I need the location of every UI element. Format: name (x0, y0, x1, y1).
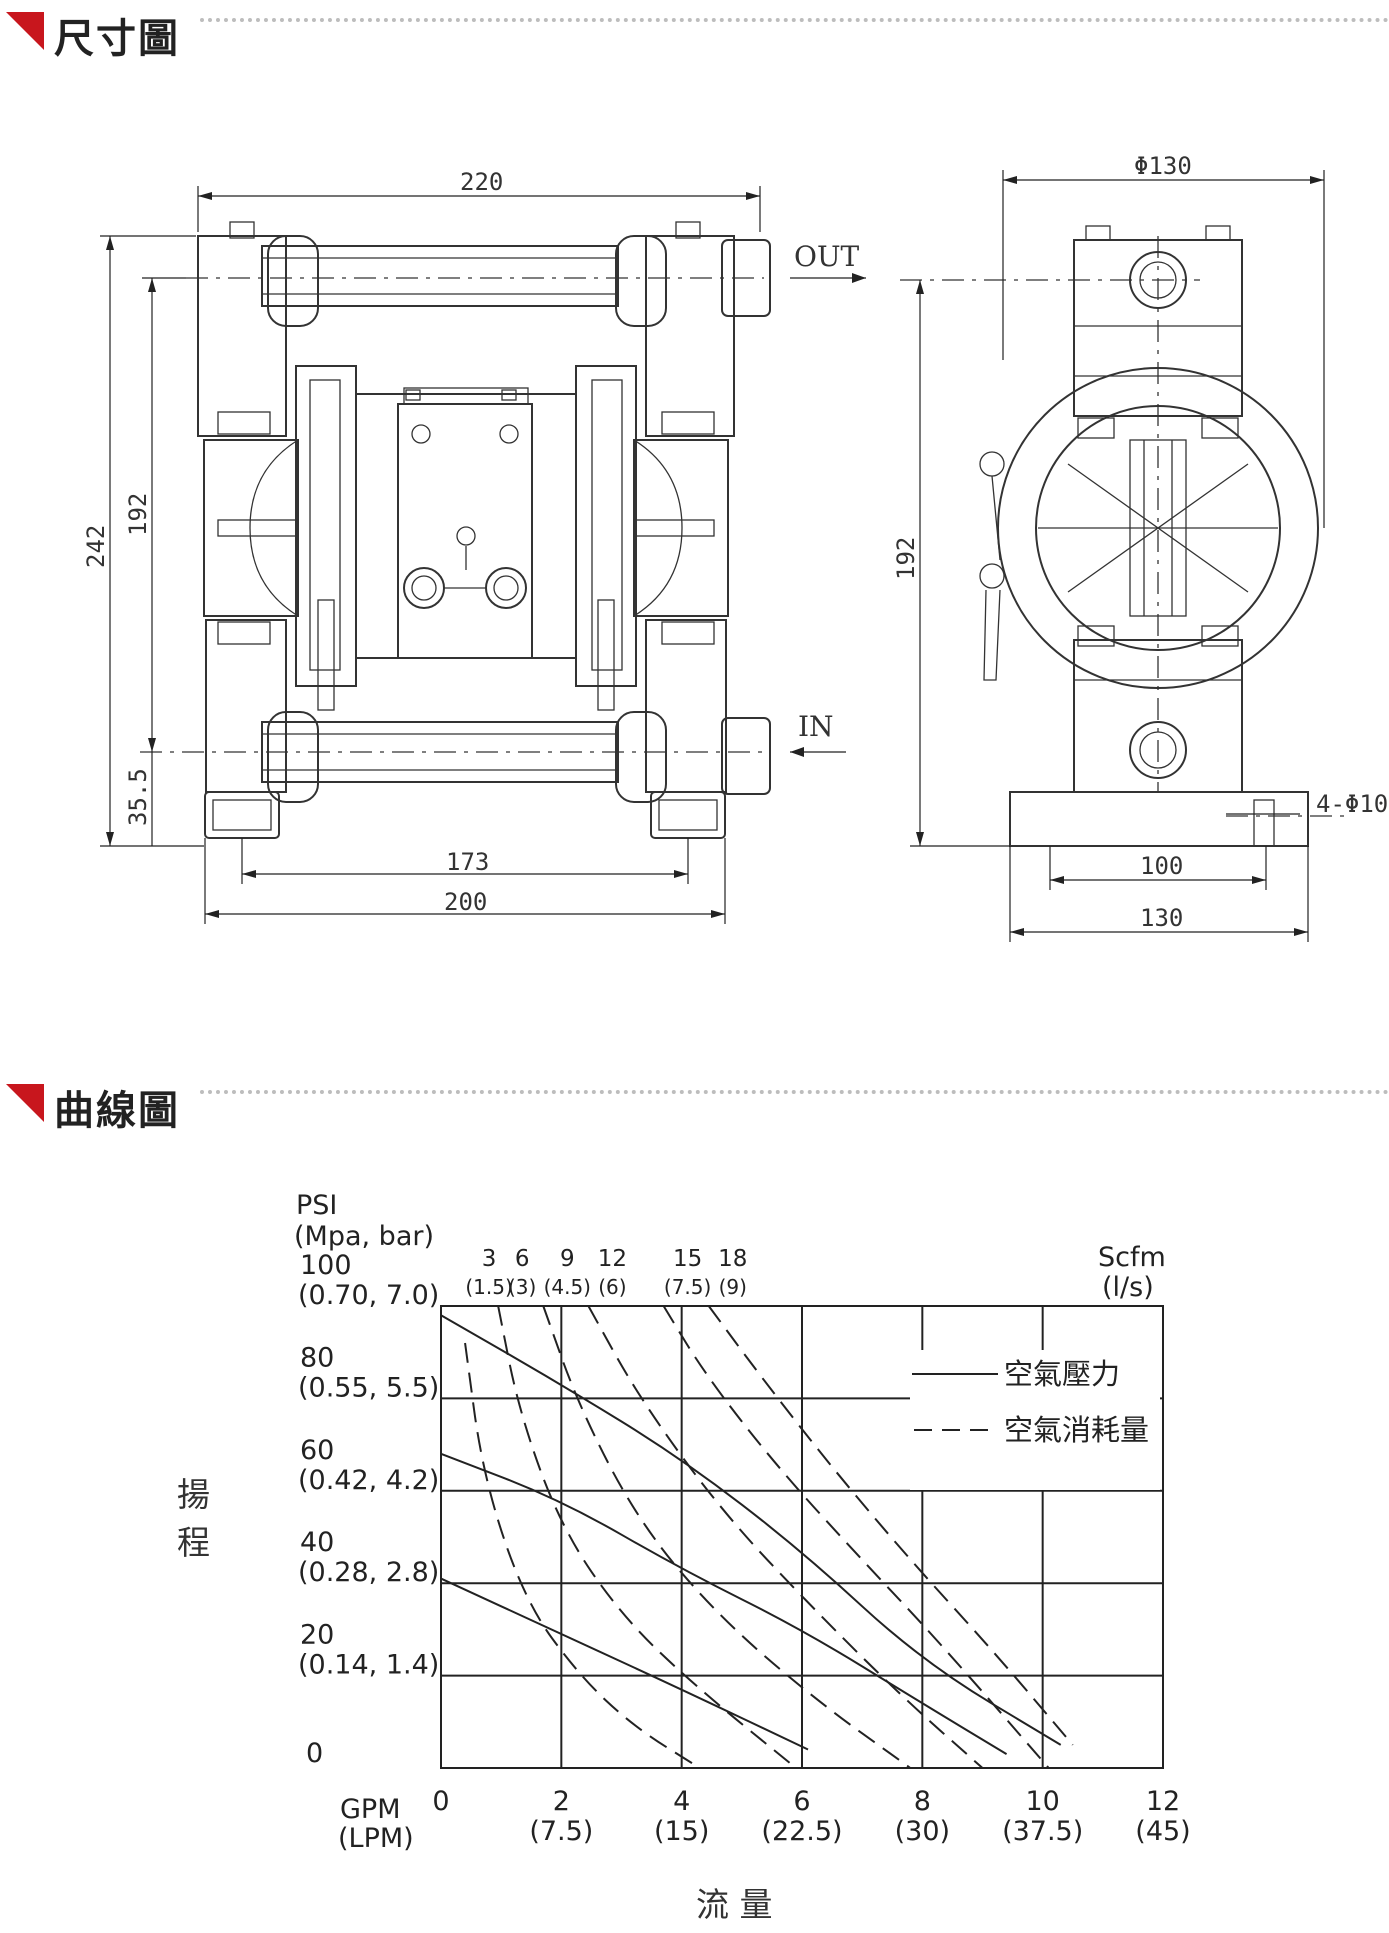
x-tick-sublabel: (7.5) (529, 1816, 593, 1847)
y-axis-title: 揚程 (177, 1475, 210, 1562)
dim-side-diameter: Φ130 (1134, 152, 1192, 180)
dim-front-width: 220 (460, 168, 503, 196)
legend-dashed-label: 空氣消耗量 (1004, 1413, 1149, 1447)
air-pressure-curve-2 (440, 1577, 809, 1751)
top-scale-unit: Scfm (1098, 1242, 1166, 1273)
air-consumption-curve-4 (497, 1305, 797, 1769)
top-scale-tick-sublabel: (9) (719, 1275, 747, 1299)
section-title: 曲線圖 (54, 1088, 180, 1134)
side-view: Φ130 192 4-Φ10 100 130 (892, 152, 1388, 942)
legend-solid-label: 空氣壓力 (1004, 1357, 1120, 1391)
top-scale-tick-label: 12 (598, 1246, 627, 1272)
top-scale-tick-sublabel: (7.5) (664, 1275, 711, 1299)
dim-side-height: 192 (892, 537, 920, 580)
dim-front-height-base: 35.5 (124, 768, 152, 826)
x-tick-label: 10 (1025, 1786, 1059, 1817)
front-view: OUT IN 220 242 192 35.5 173 200 (82, 168, 866, 924)
y-tick-sublabel: (0.42, 4.2) (298, 1465, 439, 1496)
x-tick-label: 2 (553, 1786, 570, 1817)
dim-side-bolt-span: 100 (1140, 852, 1183, 880)
y-unit-label-2: (Mpa, bar) (294, 1221, 434, 1252)
top-scale-tick-label: 15 (673, 1246, 702, 1272)
dim-front-height-mid: 192 (124, 493, 152, 536)
x-tick-label: 8 (914, 1786, 931, 1817)
y-tick-sublabel: (0.14, 1.4) (298, 1650, 439, 1681)
y-tick-label: 40 (300, 1527, 334, 1558)
top-scale-tick-sublabel: (3) (508, 1275, 536, 1299)
y-unit-label: PSI (296, 1190, 337, 1221)
x-tick-label: 6 (793, 1786, 810, 1817)
x-tick-sublabel: (37.5) (1002, 1816, 1083, 1847)
y-tick-label: 80 (300, 1342, 334, 1373)
chart-legend: 空氣壓力 空氣消耗量 (910, 1350, 1160, 1490)
air-consumption-curve-5 (542, 1305, 911, 1769)
dim-side-base-width: 130 (1140, 904, 1183, 932)
x-tick-label: 12 (1146, 1786, 1180, 1817)
chart-series (440, 1305, 1074, 1769)
y-tick-label: 100 (300, 1250, 352, 1281)
x-axis-title: 流 量 (696, 1885, 773, 1924)
air-consumption-curve-6 (587, 1305, 984, 1769)
x-unit-label: GPM (340, 1794, 401, 1825)
air-pressure-curve-1 (440, 1452, 1008, 1755)
top-scale-tick-sublabel: (1.5) (465, 1275, 512, 1299)
dim-front-base-width: 200 (444, 888, 487, 916)
dimension-drawing: OUT IN 220 242 192 35.5 173 200 (82, 152, 1388, 942)
dim-side-hole-spec: 4-Φ10 (1316, 790, 1388, 818)
x-tick-label: 4 (673, 1786, 690, 1817)
air-consumption-curve-8 (707, 1305, 1074, 1746)
top-scale-tick-sublabel: (6) (598, 1275, 626, 1299)
dotted-divider (200, 18, 1389, 22)
outlet-label: OUT (794, 240, 860, 273)
y-tick-sublabel: (0.70, 7.0) (298, 1280, 439, 1311)
x-unit-label-2: (LPM) (338, 1823, 414, 1854)
section-header-dimensions: 尺寸圖 (0, 6, 1389, 62)
air-pressure-curve-0 (440, 1314, 1062, 1746)
dim-front-bolt-span: 173 (446, 848, 489, 876)
top-scale-tick-label: 18 (718, 1246, 747, 1272)
air-consumption-curve-7 (662, 1305, 1050, 1769)
top-scale-tick-label: 6 (515, 1246, 530, 1272)
section-header-curve: 曲線圖 (0, 1078, 1389, 1134)
x-tick-sublabel: (15) (654, 1816, 709, 1847)
red-triangle-icon (6, 12, 44, 50)
y-tick-label: 60 (300, 1435, 334, 1466)
x-tick-sublabel: (45) (1135, 1816, 1190, 1847)
y-tick-label: 20 (300, 1620, 334, 1651)
dim-front-height-total: 242 (82, 525, 110, 568)
top-scale-tick-label: 3 (482, 1246, 497, 1272)
x-tick-sublabel: (30) (895, 1816, 950, 1847)
red-triangle-icon (6, 1084, 44, 1122)
y-tick-label: 0 (306, 1738, 323, 1769)
x-tick-label: 0 (432, 1786, 449, 1817)
air-consumption-curve-3 (464, 1342, 701, 1769)
top-scale-tick-sublabel: (4.5) (544, 1275, 591, 1299)
y-tick-sublabel: (0.28, 2.8) (298, 1557, 439, 1588)
dotted-divider (200, 1090, 1389, 1094)
section-title: 尺寸圖 (54, 16, 180, 62)
top-scale-tick-label: 9 (560, 1246, 575, 1272)
inlet-label: IN (798, 710, 834, 743)
top-scale-unit-2: (l/s) (1102, 1272, 1154, 1303)
x-tick-sublabel: (22.5) (761, 1816, 842, 1847)
y-tick-sublabel: (0.55, 5.5) (298, 1372, 439, 1403)
